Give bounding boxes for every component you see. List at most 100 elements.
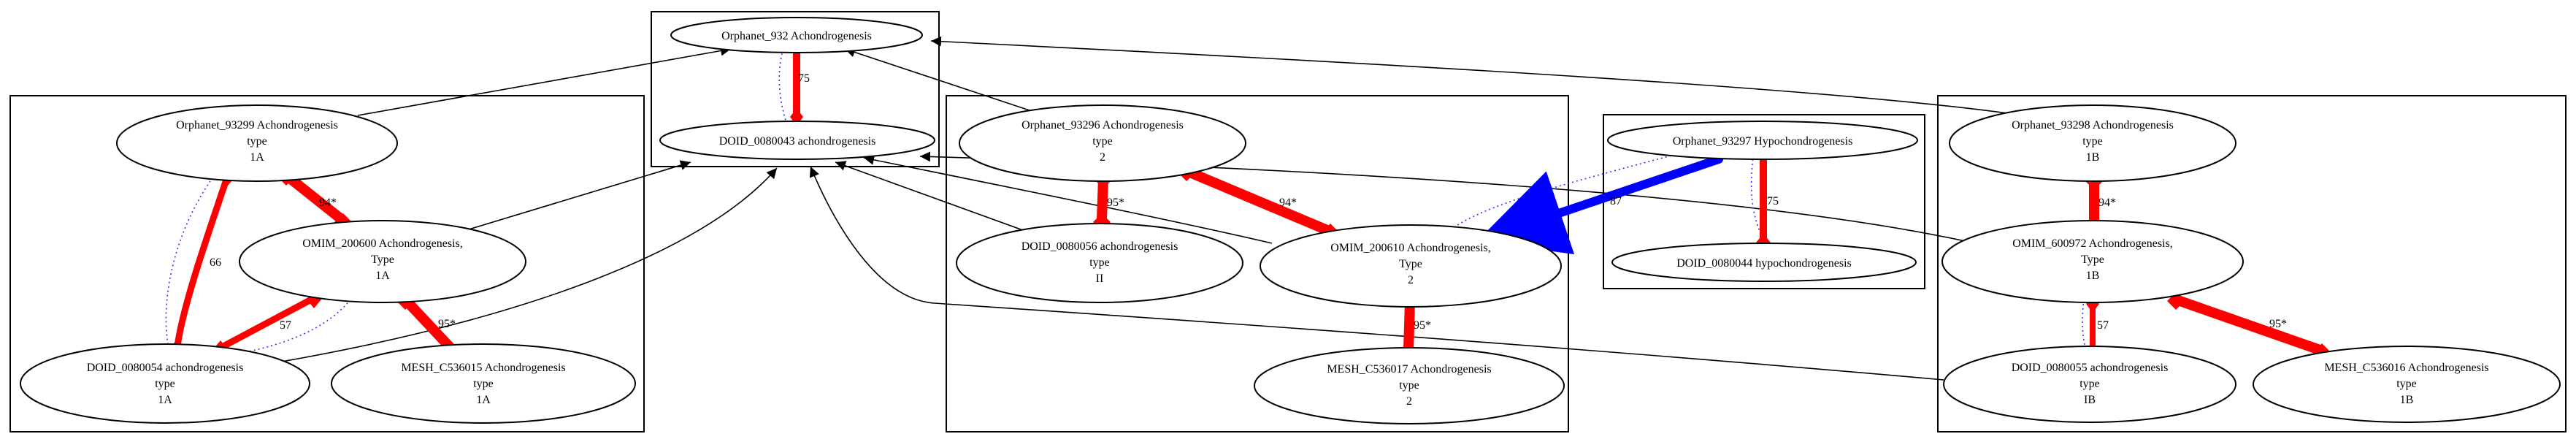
node-label: MESH_C536017 Achondrogenesis [1327, 363, 1491, 376]
node-outline [659, 121, 935, 160]
node-doid-0080055[interactable]: DOID_0080055 achondrogenesis type IB [1943, 346, 2236, 423]
edge-doid-0080055-to-doid-0080043 [809, 166, 1944, 381]
node-label: type [473, 378, 494, 390]
nodes: Orphanet_932 Achondrogenesis DOID_008004… [20, 17, 2561, 424]
node-label: OMIM_200610 Achondrogenesis, [1330, 242, 1491, 254]
node-label: 1A [250, 151, 264, 164]
edge-label: 94* [2098, 197, 2116, 209]
edge-label: 87 [1610, 195, 1622, 207]
node-label: DOID_0080044 hypochondrogenesis [1676, 257, 1852, 270]
node-omim-200610[interactable]: OMIM_200610 Achondrogenesis, Type 2 [1260, 224, 1562, 308]
node-outline [20, 343, 310, 424]
edge-label: 94* [1279, 197, 1297, 209]
edge-orphanet-93296-to-orphanet-932 [844, 47, 1041, 115]
node-label: DOID_0080054 achondrogenesis [87, 362, 244, 374]
node-label: type [2082, 135, 2103, 148]
node-mesh-c536015[interactable]: MESH_C536015 Achondrogenesis type 1A [331, 343, 636, 424]
cluster-type-1a [9, 95, 645, 433]
node-outline [239, 220, 526, 303]
edge-orphanet-93299-omim-200600 [281, 170, 348, 226]
dotted-orphanet-93299-doid-0080054 [165, 173, 216, 353]
node-label: 1A [476, 394, 491, 406]
node-label: Orphanet_93296 Achondrogenesis [1021, 119, 1184, 132]
node-omim-200600[interactable]: OMIM_200600 Achondrogenesis, Type 1A [239, 220, 526, 303]
node-label: 1B [2086, 270, 2100, 282]
node-orphanet-93297[interactable]: Orphanet_93297 Hypochondrogenesis [1607, 121, 1918, 160]
node-mesh-c536017[interactable]: MESH_C536017 Achondrogenesis type 2 [1254, 347, 1565, 424]
node-label: type [1399, 379, 1419, 392]
node-label: type [2079, 378, 2100, 390]
edge-omim-200600-mesh-c536015 [400, 294, 456, 353]
node-label: type [247, 135, 267, 148]
edge-label: 95* [1414, 319, 1431, 332]
node-label: Type [1399, 258, 1422, 270]
dotted-orphanet-93297-omim-200610 [1449, 153, 1680, 232]
node-outline [116, 104, 398, 182]
thin-edges [277, 36, 2042, 381]
node-label: DOID_0080043 achondrogenesis [719, 135, 876, 148]
node-outline [670, 17, 923, 53]
node-outline [331, 343, 636, 424]
edge-label: 57 [2097, 319, 2109, 332]
edge-orphanet-93299-to-orphanet-932 [357, 45, 732, 116]
node-orphanet-93296[interactable]: Orphanet_93296 Achondrogenesis type 2 [959, 104, 1246, 182]
strong-edges [170, 38, 2331, 361]
edge-orphanet-93297-omim-200610 [1477, 155, 1723, 255]
node-doid-0080054[interactable]: DOID_0080054 achondrogenesis type 1A [20, 343, 310, 424]
node-label: type [2396, 378, 2417, 390]
node-label: 2 [1100, 151, 1105, 164]
node-label: Orphanet_93298 Achondrogenesis [2012, 119, 2174, 132]
edge-label: 75 [798, 72, 810, 85]
edge-label: 94* [319, 197, 337, 209]
node-label: type [155, 378, 175, 390]
node-omim-600972[interactable]: OMIM_600972 Achondrogenesis, Type 1B [1941, 220, 2244, 303]
node-label: 2 [1406, 395, 1412, 408]
edge-label: 75 [1767, 195, 1779, 207]
node-orphanet-93298[interactable]: Orphanet_93298 Achondrogenesis type 1B [1949, 104, 2236, 182]
node-orphanet-93299[interactable]: Orphanet_93299 Achondrogenesis type 1A [116, 104, 398, 182]
edge-label: 95* [2269, 318, 2287, 330]
node-label: MESH_C536015 Achondrogenesis [401, 362, 565, 374]
edge-omim-200610-to-doid-0080043 [863, 154, 1273, 244]
node-label: II [1096, 273, 1104, 285]
node-mesh-c536016[interactable]: MESH_C536016 Achondrogenesis type 1B [2253, 346, 2561, 423]
node-doid-0080056[interactable]: DOID_0080056 achondrogenesis type II [956, 223, 1243, 303]
node-label: OMIM_200600 Achondrogenesis, [302, 237, 463, 250]
node-outline [1941, 220, 2244, 303]
node-label: 1A [158, 394, 172, 406]
node-label: type [1092, 135, 1113, 148]
node-outline [1949, 104, 2236, 182]
edge-orphanet-93299-doid-0080054 [174, 172, 231, 350]
node-outline [2253, 346, 2561, 423]
edge-doid-0080054-to-doid-0080043 [277, 167, 778, 363]
node-label: 1A [375, 270, 390, 282]
edge-labels: 75 66 94* 57 95* 95* 94* 95* 87 75 94* 5… [210, 72, 2287, 332]
node-doid-0080043[interactable]: DOID_0080043 achondrogenesis [659, 121, 935, 160]
edge-omim-200600-doid-0080054 [217, 294, 318, 351]
node-orphanet-932[interactable]: Orphanet_932 Achondrogenesis [670, 17, 923, 53]
node-label: OMIM_600972 Achondrogenesis, [2012, 237, 2173, 250]
edge-omim-200600-to-doid-0080043 [468, 160, 691, 230]
edge-orphanet-93296-omim-200610 [1181, 166, 1334, 236]
cluster-type-1b [1937, 95, 2567, 433]
node-label: 1B [2086, 151, 2100, 164]
node-label: DOID_0080056 achondrogenesis [1021, 240, 1178, 253]
edge-doid-0080056-to-doid-0080043 [835, 161, 1038, 236]
edge-label: 66 [210, 256, 221, 269]
node-label: Orphanet_93297 Hypochondrogenesis [1673, 135, 1853, 148]
node-label: Orphanet_932 Achondrogenesis [721, 30, 872, 42]
node-outline [959, 104, 1246, 182]
edge-label: 95* [438, 318, 456, 330]
node-doid-0080044[interactable]: DOID_0080044 hypochondrogenesis [1611, 243, 1917, 282]
node-label: Orphanet_93299 Achondrogenesis [176, 119, 338, 132]
node-outline [1260, 224, 1562, 308]
node-label: IB [2084, 394, 2096, 406]
node-label: MESH_C536016 Achondrogenesis [2324, 362, 2488, 374]
node-outline [956, 223, 1243, 303]
node-outline [1254, 347, 1565, 424]
edge-label: 95* [1107, 197, 1124, 209]
dotted-edges [165, 40, 2089, 357]
clusters [9, 11, 2567, 433]
node-outline [1611, 243, 1917, 282]
